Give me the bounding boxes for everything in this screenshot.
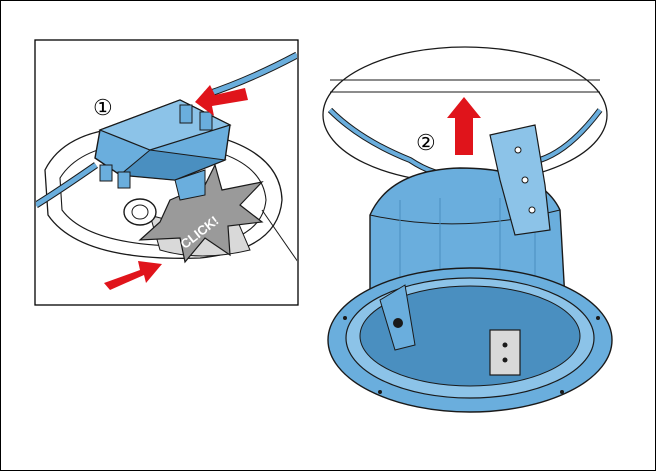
red-arrow-icon	[104, 261, 162, 290]
step-2-label: ②	[416, 130, 436, 155]
red-arrow-icon	[447, 97, 481, 155]
click-burst-icon	[138, 163, 264, 264]
step-1-label: ①	[93, 95, 113, 120]
speaker-housing-illustration: ②	[322, 46, 613, 413]
red-arrow-icon	[195, 85, 248, 116]
connector-detail-panel: CLICK! ①	[34, 39, 299, 306]
